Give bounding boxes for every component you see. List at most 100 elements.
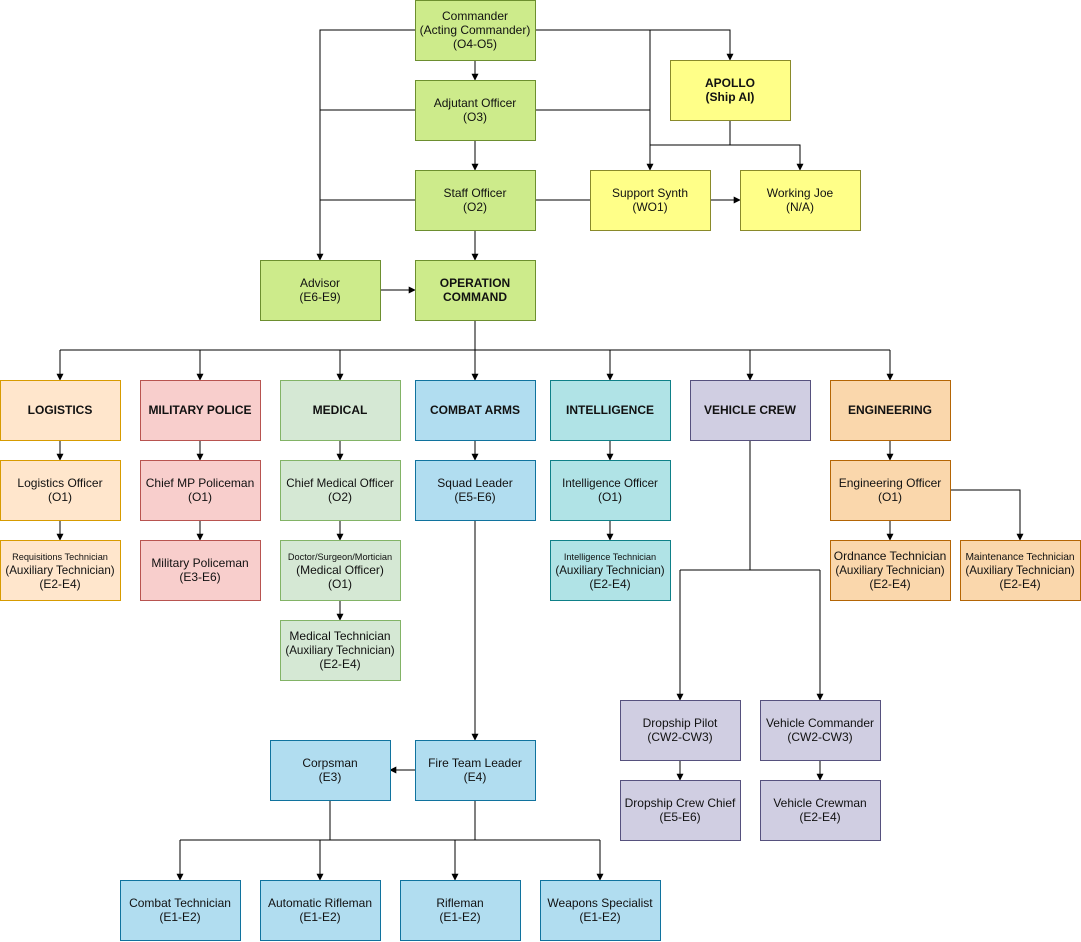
node-box <box>415 740 536 801</box>
node-box <box>140 380 261 441</box>
node-box <box>270 740 391 801</box>
node-label: Dropship Pilot <box>643 716 718 730</box>
node-crewman: Vehicle Crewman(E2-E4) <box>760 780 881 841</box>
node-box <box>690 380 811 441</box>
node-eng-officer: Engineering Officer(O1) <box>830 460 951 521</box>
node-label: Requisitions Technician <box>12 552 108 562</box>
connector-line <box>535 29 734 61</box>
node-maintenance: Maintenance Technician(Auxiliary Technic… <box>960 540 1081 601</box>
node-box <box>415 460 536 521</box>
node-label: (O2) <box>328 490 352 504</box>
node-label: Corpsman <box>302 756 357 770</box>
node-label: (WO1) <box>632 200 667 214</box>
node-advisor: Advisor(E6-E9) <box>260 260 381 321</box>
node-label: (Auxiliary Technician) <box>835 564 944 577</box>
node-label: (Medical Officer) <box>296 563 384 577</box>
node-corpsman: Corpsman(E3) <box>270 740 391 801</box>
node-label: (E2-E4) <box>799 810 840 824</box>
node-box <box>670 60 791 121</box>
node-vehicle-cmd: Vehicle Commander(CW2-CW3) <box>760 700 881 761</box>
node-box <box>280 620 401 681</box>
node-label: (E1-E2) <box>439 910 480 924</box>
node-label: Intelligence Officer <box>562 477 658 490</box>
connector-lines <box>56 29 1024 881</box>
node-box <box>830 540 951 601</box>
node-box <box>415 0 536 61</box>
node-label: Rifleman <box>436 896 483 910</box>
node-label: (E3) <box>319 770 342 784</box>
connector-line <box>316 29 415 261</box>
node-label: VEHICLE CREW <box>704 403 797 417</box>
node-label: (Acting Commander) <box>420 23 531 37</box>
node-label: Maintenance Technician <box>965 552 1074 563</box>
node-ordnance: Ordnance Technician(Auxiliary Technician… <box>830 540 951 601</box>
node-label: (O1) <box>188 490 212 504</box>
node-label: Military Policeman <box>151 556 248 570</box>
node-label: Automatic Rifleman <box>268 896 372 910</box>
node-box <box>140 540 261 601</box>
node-label: (O1) <box>878 490 902 504</box>
node-label: (E3-E6) <box>179 570 220 584</box>
node-ftl: Fire Team Leader(E4) <box>415 740 536 801</box>
node-label: LOGISTICS <box>28 403 93 417</box>
node-label: COMMAND <box>443 290 507 304</box>
node-label: Vehicle Commander <box>766 716 874 730</box>
node-label: (Auxiliary Technician) <box>5 564 114 577</box>
node-box <box>620 780 741 841</box>
node-label: Squad Leader <box>437 476 512 490</box>
node-box <box>260 260 381 321</box>
node-label: Logistics Officer <box>17 476 102 490</box>
node-label: APOLLO <box>705 76 755 90</box>
connector-line <box>950 489 1024 541</box>
node-box <box>740 170 861 231</box>
node-box <box>0 380 121 441</box>
node-box <box>415 80 536 141</box>
node-label: OPERATION <box>440 276 510 290</box>
node-box <box>620 700 741 761</box>
node-weapons: Weapons Specialist(E1-E2) <box>540 880 661 941</box>
node-label: (E5-E6) <box>659 810 700 824</box>
node-label: (E5-E6) <box>454 490 495 504</box>
node-label: Vehicle Crewman <box>773 796 866 810</box>
node-doctor: Doctor/Surgeon/Mortician(Medical Officer… <box>280 540 401 601</box>
node-label: (O3) <box>463 110 487 124</box>
node-commander: Commander(Acting Commander)(O4-O5) <box>415 0 536 61</box>
node-apollo: APOLLO(Ship AI) <box>670 60 791 121</box>
node-box <box>0 460 121 521</box>
node-label: Fire Team Leader <box>428 756 522 770</box>
node-label: Working Joe <box>767 186 834 200</box>
node-box <box>280 460 401 521</box>
node-label: Staff Officer <box>444 186 507 200</box>
node-label: Intelligence Technician <box>564 552 656 562</box>
node-intel-tech: Intelligence Technician(Auxiliary Techni… <box>550 540 671 601</box>
node-label: (E2-E4) <box>999 577 1040 591</box>
node-logistics: LOGISTICS <box>0 380 121 441</box>
node-auto-rifle: Automatic Rifleman(E1-E2) <box>260 880 381 941</box>
node-box <box>415 170 536 231</box>
node-synth: Support Synth(WO1) <box>590 170 711 231</box>
node-label: (O1) <box>598 490 622 504</box>
node-label: Doctor/Surgeon/Mortician <box>288 552 392 562</box>
node-label: COMBAT ARMS <box>430 403 520 417</box>
node-box <box>830 460 951 521</box>
node-label: (E2-E4) <box>319 657 360 671</box>
node-box <box>550 380 671 441</box>
node-combat: COMBAT ARMS <box>415 380 536 441</box>
node-label: ENGINEERING <box>848 403 932 417</box>
node-label: (E2-E4) <box>869 577 910 591</box>
node-rifleman: Rifleman(E1-E2) <box>400 880 521 941</box>
node-squad: Squad Leader(E5-E6) <box>415 460 536 521</box>
node-label: INTELLIGENCE <box>566 403 654 417</box>
node-box <box>400 880 521 941</box>
connector-line <box>729 120 804 171</box>
node-box <box>140 460 261 521</box>
node-box <box>550 540 671 601</box>
node-box <box>0 540 121 601</box>
node-label: (E2-E4) <box>39 577 80 591</box>
node-box <box>415 260 536 321</box>
node-label: Support Synth <box>612 186 688 200</box>
node-box <box>120 880 241 941</box>
node-label: Ordnance Technician <box>834 549 947 563</box>
